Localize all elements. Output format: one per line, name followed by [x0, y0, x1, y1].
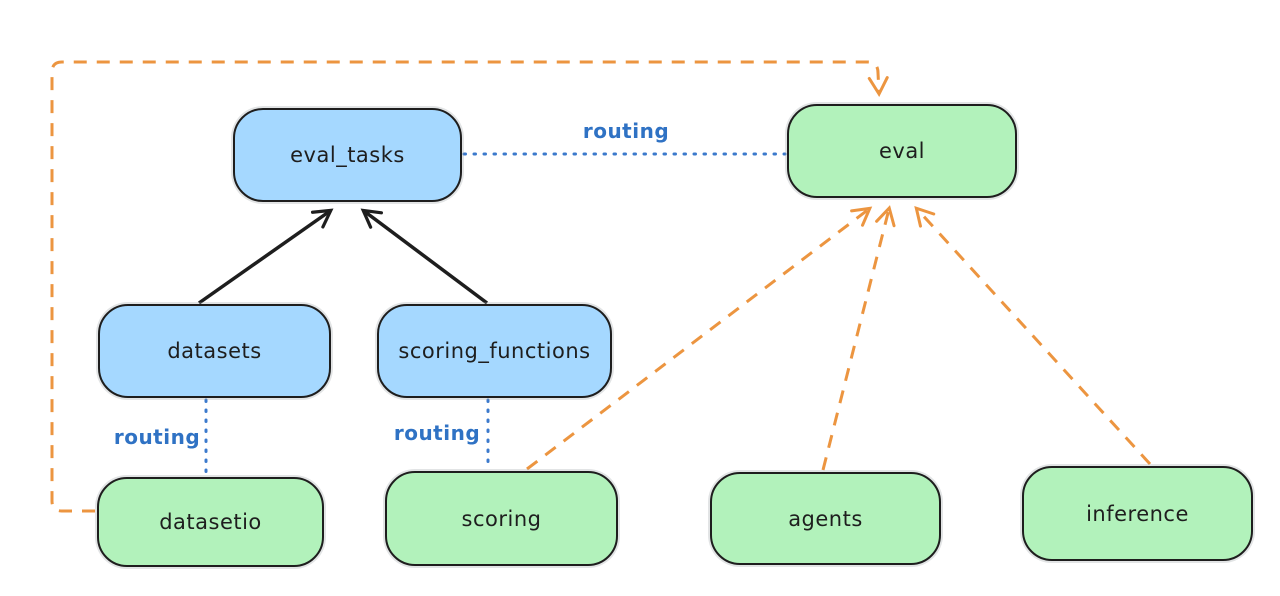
routing-label-scoring-functions-scoring: routing — [393, 421, 481, 445]
routing-label-datasets-datasetio: routing — [113, 425, 201, 449]
edge-scoring-to-eval — [526, 206, 873, 471]
node-eval-tasks-label: eval_tasks — [290, 143, 405, 167]
node-datasets: datasets — [98, 304, 331, 398]
node-datasets-label: datasets — [167, 339, 262, 363]
node-eval: eval — [787, 104, 1017, 198]
node-inference: inference — [1022, 466, 1253, 561]
edge-agents-to-eval — [821, 205, 896, 471]
node-agents-label: agents — [788, 506, 863, 531]
node-scoring-functions: scoring_functions — [377, 304, 612, 398]
edge-inference-to-eval — [914, 206, 1152, 466]
node-datasetio: datasetio — [97, 477, 324, 567]
node-scoring-label: scoring — [461, 506, 542, 531]
node-eval-label: eval — [878, 139, 926, 163]
edge-datasets-to-eval-tasks — [197, 208, 334, 305]
node-datasetio-label: datasetio — [159, 510, 262, 534]
edge-scoring-functions-to-eval-tasks — [360, 208, 489, 305]
routing-label-eval-tasks-eval: routing — [582, 119, 670, 143]
node-agents: agents — [710, 472, 941, 565]
node-scoring-functions-label: scoring_functions — [398, 339, 591, 363]
node-scoring: scoring — [385, 471, 618, 566]
node-eval-tasks: eval_tasks — [233, 108, 462, 202]
node-inference-label: inference — [1086, 501, 1189, 526]
edge-datasetio-to-eval-elbow — [50, 60, 889, 513]
